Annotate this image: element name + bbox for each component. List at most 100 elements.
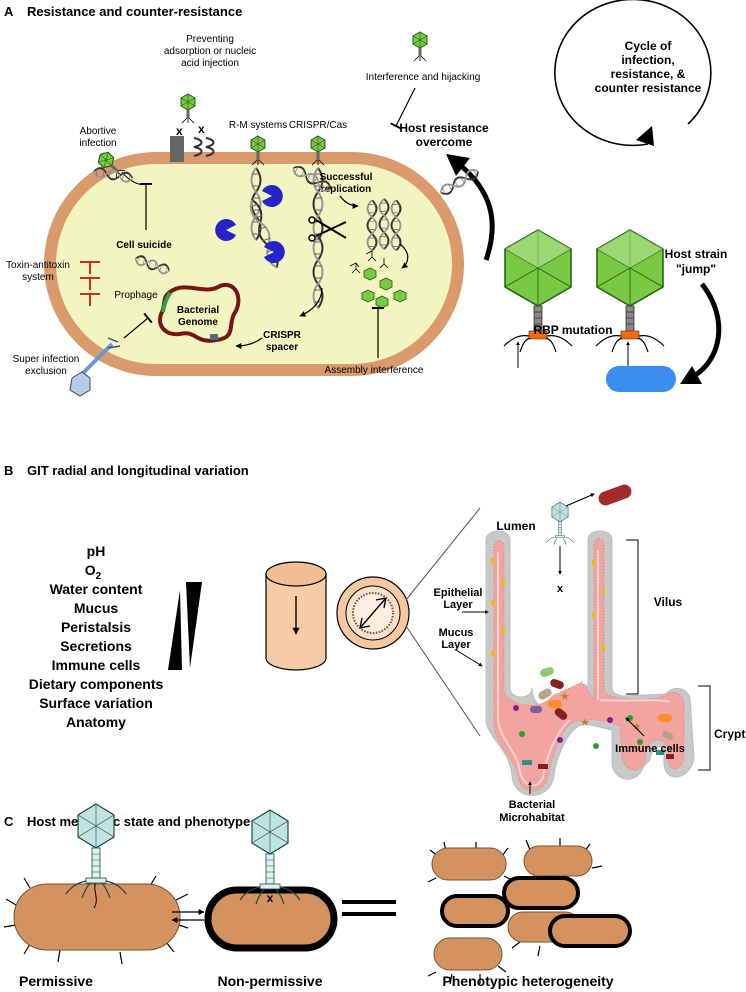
- zoom-lines: [405, 507, 481, 737]
- panel-a-letter: A: [4, 4, 14, 19]
- factor-peristalsis: Peristalsis: [61, 619, 131, 635]
- permissive-bacterium: [3, 868, 189, 965]
- factor-secretions: Secretions: [60, 638, 132, 654]
- lumen-label: Lumen: [496, 519, 535, 533]
- factor-surface-variation: Surface variation: [39, 695, 153, 711]
- resistance-overcome-arrowhead: [446, 154, 470, 176]
- abortive-label-2: infection: [79, 138, 116, 149]
- super-infection-label-2: exclusion: [25, 366, 67, 377]
- epithelial-label-1: Epithelial: [434, 587, 483, 599]
- new-host-cell: [606, 366, 676, 392]
- factor-water-content: Water content: [50, 581, 143, 597]
- successful-label-1: Successful: [320, 172, 373, 183]
- equals-bar-bottom: [342, 912, 396, 916]
- scissors-icon: [315, 219, 347, 239]
- non-permissive-bacterium: [204, 886, 338, 952]
- host-jump-arrow: [692, 282, 722, 379]
- genome-label-1: Bacterial: [177, 305, 219, 316]
- crypt-label: Crypt: [714, 727, 745, 741]
- host-jump-label-2: "jump": [676, 262, 716, 276]
- rbp-mutation-label: RBP mutation: [533, 323, 612, 337]
- host-resistance-label-2: overcome: [416, 135, 473, 149]
- microhabitat-label-2: Microhabitat: [499, 812, 565, 824]
- crispr-to-spacer-arrow: [299, 287, 323, 317]
- super-infection-label-1: Super infection: [13, 354, 80, 365]
- equals-bar-top: [342, 900, 396, 904]
- gut-cylinder: [265, 561, 327, 671]
- svg-text:★: ★: [560, 690, 570, 703]
- cycle-label-1: Cycle of: [625, 39, 673, 53]
- panel-b: B GIT radial and longitudinal variation …: [4, 463, 745, 824]
- cycle-circle: [554, 0, 712, 147]
- crispr-spacer-label-1: CRISPR: [263, 330, 302, 341]
- cycle-label-2: infection,: [621, 53, 674, 67]
- lumen-bacterium: [598, 484, 632, 506]
- permissive-label: Permissive: [19, 973, 93, 989]
- panel-c-letter: C: [4, 814, 14, 829]
- super-infection-phage-icon: [69, 371, 91, 397]
- cycle-arrowhead: [636, 126, 654, 146]
- toxin-label-2: system: [22, 272, 54, 283]
- toxin-label-1: Toxin-antitoxin: [6, 260, 70, 271]
- rm-systems-label: R-M systems: [229, 120, 287, 131]
- panel-b-letter: B: [4, 463, 13, 478]
- prevent-x-2: x: [198, 122, 205, 136]
- super-infection-block: [107, 337, 121, 349]
- mucus-label-2: Layer: [441, 639, 471, 651]
- prophage-label: Prophage: [114, 290, 158, 301]
- gradient-wedge-up: [168, 590, 182, 670]
- receptor-coils: [193, 137, 215, 157]
- vilus-bracket: [626, 539, 639, 695]
- prophage-inhibit-line: [123, 312, 153, 339]
- preventing-label-1: Preventing: [186, 34, 234, 45]
- resistance-overcome-arrow: [458, 163, 495, 261]
- crispr-spacer-label-2: spacer: [266, 342, 298, 353]
- assembly-interference-label: Assembly interference: [325, 365, 424, 376]
- scissors-handle-2: [308, 234, 316, 242]
- lumen-phage-icon: [546, 501, 574, 545]
- immune-cells-pointer: [625, 717, 645, 737]
- abortive-label-1: Abortive: [80, 126, 117, 137]
- prevent-phage-icon: [180, 93, 196, 124]
- crypt-bracket: [698, 685, 711, 771]
- microhabitat-label-1: Bacterial: [509, 799, 555, 811]
- super-infection-tail: [80, 342, 114, 376]
- progeny-phages: [349, 250, 407, 309]
- factor-anatomy: Anatomy: [66, 714, 126, 730]
- factor-o2: O2: [85, 562, 102, 582]
- preventing-label-3: acid injection: [181, 58, 239, 69]
- crispr-cas-label: CRISPR/Cas: [289, 120, 347, 131]
- hijack-inhibit-line: [390, 87, 416, 130]
- gradient-wedge-down: [186, 582, 202, 668]
- cell-suicide-label: Cell suicide: [116, 240, 172, 251]
- lumen-phage-arrow: [565, 493, 595, 507]
- replication-arrow: [339, 195, 359, 209]
- lumen-block-x: x: [557, 583, 564, 595]
- heterogeneity-cluster: [427, 838, 632, 985]
- factor-list: pH O2 Water content Mucus Peristalsis Se…: [29, 543, 164, 730]
- host-jump-arrowhead: [680, 366, 702, 384]
- receptor-block: [170, 136, 184, 162]
- villus-structure: [485, 530, 695, 796]
- genome-label-2: Genome: [178, 317, 218, 328]
- immune-cells-label: Immune cells: [615, 743, 685, 755]
- panel-b-title: GIT radial and longitudinal variation: [27, 463, 249, 478]
- scissors-handle-1: [308, 216, 316, 224]
- host-resistance-label-1: Host resistance: [399, 121, 489, 135]
- successful-label-2: replication: [321, 184, 372, 195]
- non-permissive-label: Non-permissive: [217, 973, 322, 989]
- svg-text:★: ★: [632, 720, 642, 733]
- factor-dietary-components: Dietary components: [29, 676, 164, 692]
- factor-ph: pH: [87, 543, 106, 559]
- mucus-pointer: [455, 649, 483, 667]
- panel-c-title: Host metabolic state and phenotype: [27, 814, 250, 829]
- toxin-antitoxin-symbols: [80, 261, 100, 306]
- gut-cross-section: [336, 576, 410, 650]
- assembly-arrow: [399, 243, 409, 269]
- host-jump-label-1: Host strain: [665, 247, 728, 261]
- spacer-to-genome-arrow: [235, 337, 263, 349]
- cycle-label-3: resistance, &: [611, 67, 686, 81]
- panel-a-title: Resistance and counter-resistance: [27, 4, 242, 19]
- non-permissive-block-x: x: [267, 891, 274, 905]
